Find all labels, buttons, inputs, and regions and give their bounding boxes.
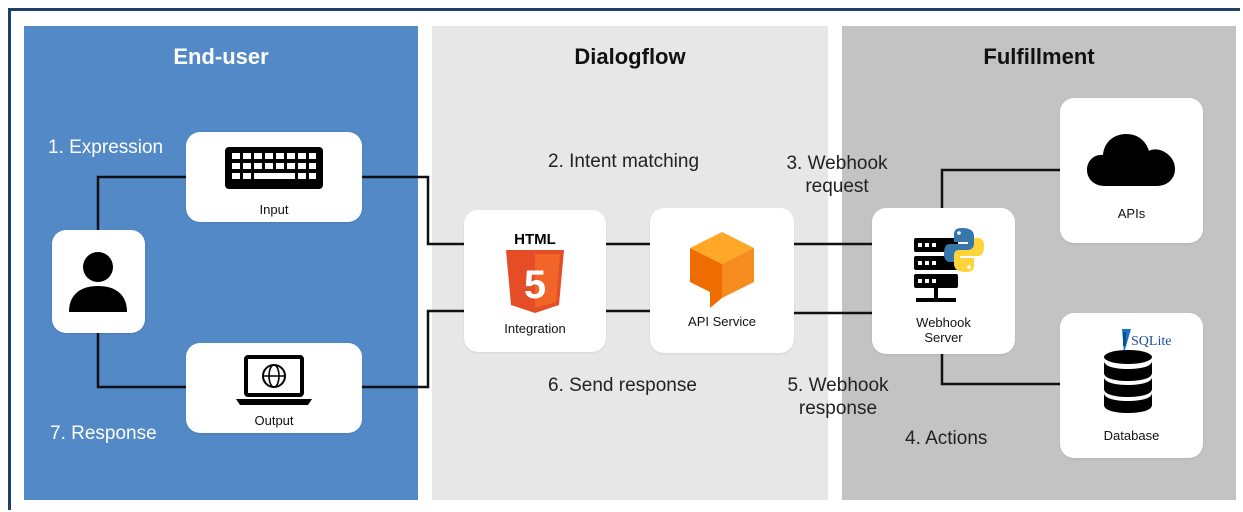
user-card: [52, 230, 145, 333]
connector-input-integration: [362, 175, 464, 246]
output-label: Output: [254, 413, 294, 428]
database-card: SQLite Database: [1060, 313, 1203, 458]
apis-label: APIs: [1117, 206, 1146, 221]
apis-card: APIs: [1060, 98, 1203, 243]
step-response: 7. Response: [50, 423, 157, 444]
step-intent-matching: 2. Intent matching: [548, 151, 700, 172]
end-user-panel-title: End-user: [173, 44, 269, 69]
database-label: Database: [1103, 428, 1160, 443]
connector-output-integration: [362, 309, 464, 389]
api-service-label: API Service: [688, 314, 756, 329]
api-service-card: API Service: [650, 208, 794, 353]
connector-user-output: [96, 332, 186, 389]
dialogflow-icon: [690, 232, 754, 308]
step-webhook-request: 3. Webhook request: [786, 153, 888, 197]
step-expression: 1. Expression: [48, 137, 164, 158]
step-send-response: 6. Send response: [548, 375, 697, 396]
sqlite-wordmark: SQLite: [1131, 334, 1171, 349]
connector-webhook-apis: [940, 168, 1060, 208]
fulfillment-panel-title: Fulfillment: [983, 44, 1095, 69]
html5-number: 5: [524, 263, 546, 307]
keyboard-icon: [225, 147, 323, 189]
input-card: Input: [186, 132, 362, 222]
input-label: Input: [259, 202, 289, 217]
html5-wordmark: HTML: [514, 231, 556, 248]
person-icon: [69, 252, 127, 312]
database-sqlite-icon: SQLite: [1104, 329, 1171, 413]
integration-label: Integration: [504, 321, 566, 336]
webhook-server-card: Webhook Server: [872, 208, 1015, 354]
laptop-globe-icon: [236, 355, 312, 405]
connector-webhook-database: [940, 354, 1060, 386]
step-webhook-response: 5. Webhook response: [787, 375, 889, 419]
server-python-icon: [914, 228, 984, 302]
webhook-server-label: Webhook Server: [916, 315, 971, 345]
step-actions: 4. Actions: [905, 428, 988, 449]
diagram-frame: [8, 8, 1240, 510]
integration-card: HTML 5 Integration: [464, 210, 606, 352]
output-card: Output: [186, 343, 362, 433]
dialogflow-panel-title: Dialogflow: [574, 44, 686, 69]
connector-user-input: [96, 175, 186, 232]
html5-icon: HTML 5: [506, 231, 564, 313]
cloud-icon: [1087, 134, 1175, 186]
